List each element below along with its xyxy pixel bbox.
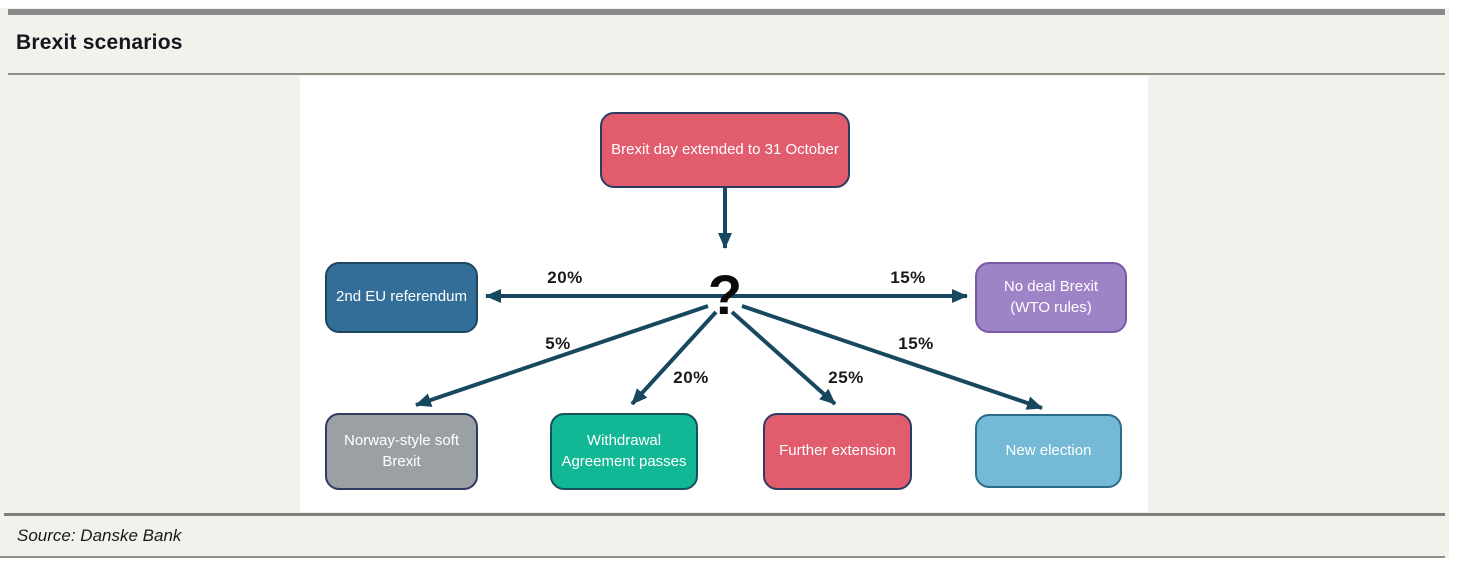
- node-label: Brexit day extended to 31 October: [611, 140, 839, 158]
- edge-to-further-extension: [730, 310, 837, 406]
- bottom-edge-line: [0, 556, 1445, 558]
- header-divider: [8, 73, 1445, 75]
- probability-label-new-election: 15%: [898, 334, 934, 353]
- node-label: Norway-style soft Brexit: [343, 432, 460, 470]
- node-outcome-2nd-eu-referendum: 2nd EU referendum: [325, 262, 478, 333]
- node-label: New election: [1005, 441, 1092, 459]
- node-label: Withdrawal Agreement passes: [561, 432, 687, 470]
- node-root-brexit-day-extended: Brexit day extended to 31 October: [600, 112, 850, 188]
- page-title: Brexit scenarios: [16, 31, 183, 54]
- edge-to-norway-style: [415, 304, 709, 407]
- probability-label-no-deal-brexit: 15%: [890, 268, 926, 287]
- node-label: 2nd EU referendum: [336, 288, 467, 306]
- probability-label-withdrawal-agreement: 20%: [673, 368, 709, 387]
- decision-question-mark: ?: [707, 263, 743, 326]
- node-outcome-withdrawal-agreement: Withdrawal Agreement passes: [550, 413, 698, 490]
- node-label: No deal Brexit (WTO rules): [1003, 278, 1099, 316]
- footer-divider: [4, 513, 1445, 516]
- node-outcome-further-extension: Further extension: [763, 413, 912, 490]
- arrow-layer: [415, 188, 1043, 410]
- probability-label-norway-style: 5%: [545, 334, 571, 353]
- node-outcome-no-deal-brexit: No deal Brexit (WTO rules): [975, 262, 1127, 333]
- probability-label-2nd-eu-referendum: 20%: [547, 268, 583, 287]
- probability-label-further-extension: 25%: [828, 368, 864, 387]
- edge-to-withdrawal-agreement: [630, 310, 718, 406]
- edge-to-new-election: [741, 304, 1043, 410]
- top-accent-bar: [8, 9, 1445, 15]
- node-outcome-norway-style: Norway-style soft Brexit: [325, 413, 478, 490]
- node-outcome-new-election: New election: [975, 414, 1122, 488]
- source-note: Source: Danske Bank: [17, 526, 182, 545]
- node-label: Further extension: [779, 442, 896, 460]
- diagram-canvas: ? Brexit day extended to 31 October 2nd …: [300, 76, 1148, 512]
